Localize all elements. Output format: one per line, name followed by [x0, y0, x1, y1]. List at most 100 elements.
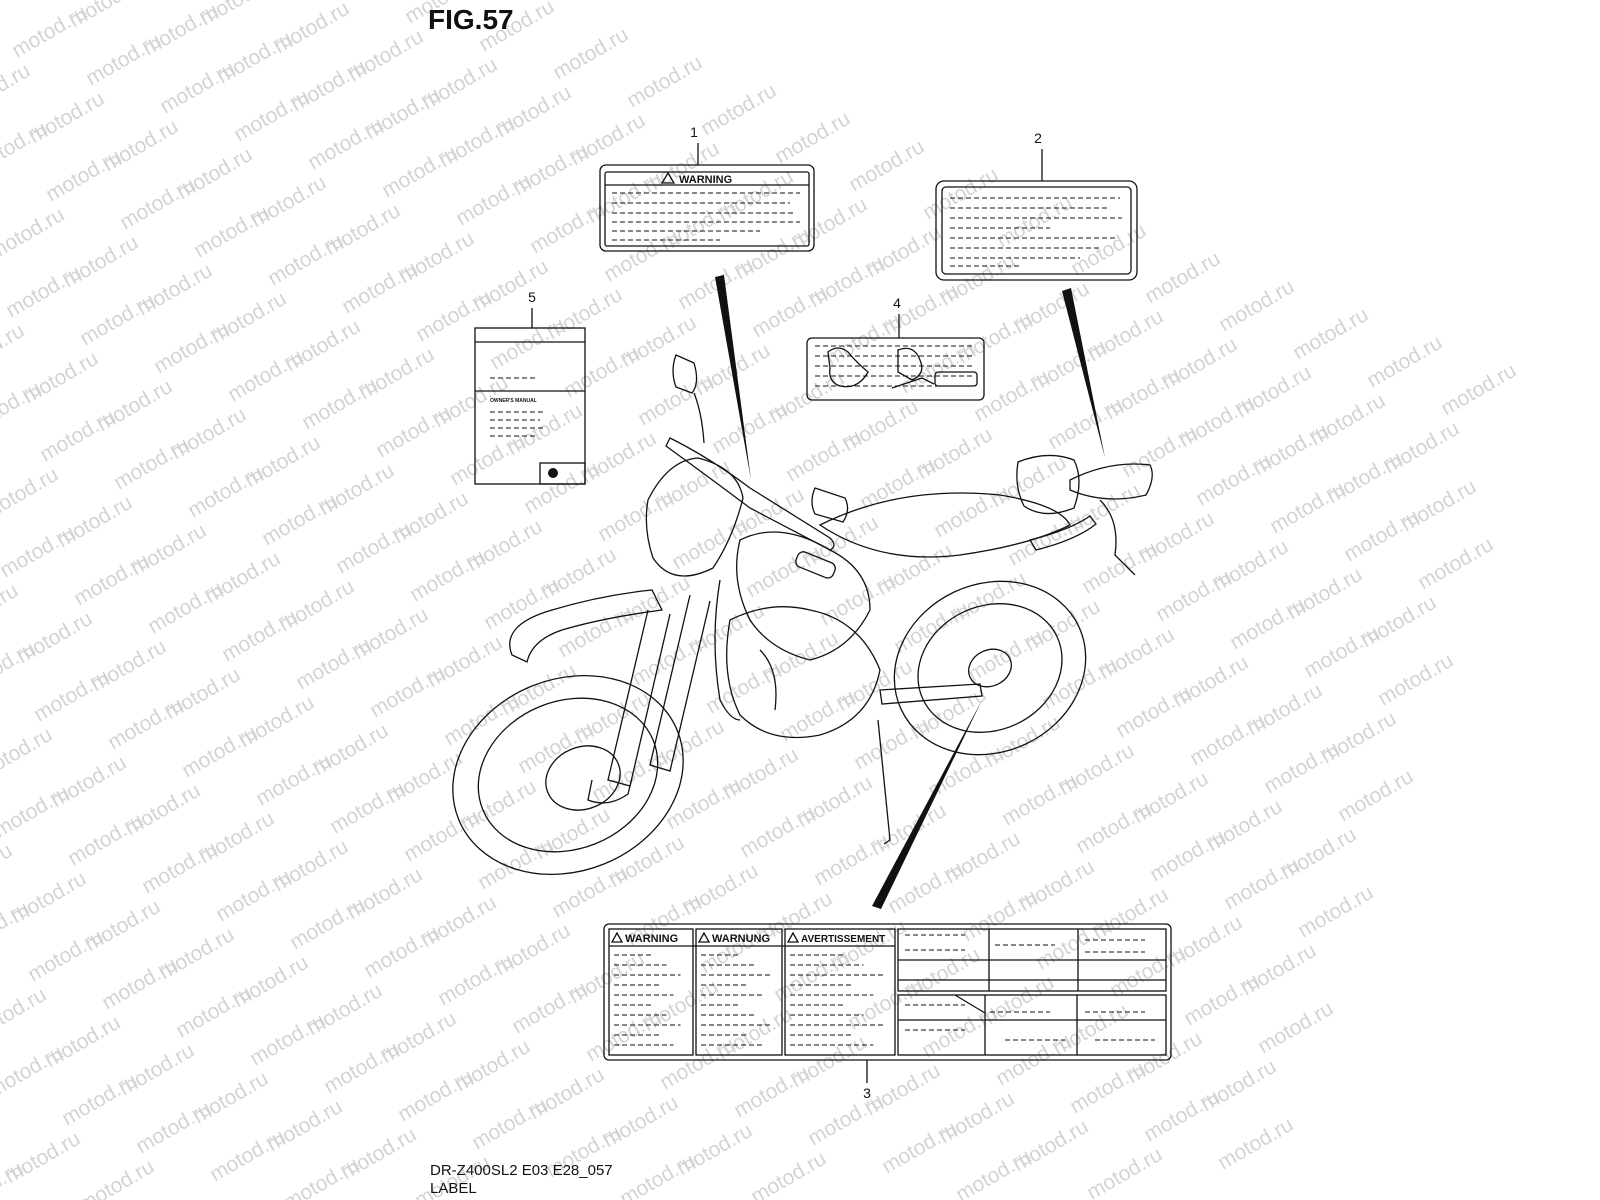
watermark-text: motod.ru	[434, 949, 517, 1010]
watermark-text: motod.ru	[338, 257, 421, 318]
watermark-text: motod.ru	[1214, 1113, 1297, 1174]
callout-number-3: 3	[863, 1085, 871, 1101]
watermark-text: motod.ru	[474, 833, 557, 894]
watermark-text: motod.ru	[1414, 533, 1497, 594]
watermark-text: motod.ru	[930, 481, 1013, 542]
watermark-text: motod.ru	[172, 981, 255, 1042]
rear-tire	[893, 580, 1087, 756]
right-mirror	[811, 487, 849, 523]
watermark-text: motod.ru	[1078, 537, 1161, 598]
watermark-text: motod.ru	[144, 577, 227, 638]
watermark-text: motod.ru	[600, 225, 683, 286]
watermark-text: motod.ru	[326, 777, 409, 838]
watermark-text: motod.ru	[30, 665, 113, 726]
callout-number-2: 2	[1034, 130, 1042, 146]
watermark-text: motod.ru	[264, 229, 347, 290]
multilingual-label-3[interactable]: WARNING WARNUNG AVERTISSEMENT	[603, 923, 1172, 1061]
watermark-text: motod.ru	[656, 1033, 739, 1094]
watermark-text: motod.ru	[156, 57, 239, 118]
watermark-text: motod.ru	[212, 865, 295, 926]
front-rim	[477, 697, 659, 853]
watermark-text: motod.ru	[1038, 653, 1121, 714]
watermark-text: motod.ru	[372, 401, 455, 462]
watermark-text: motod.ru	[480, 573, 563, 634]
rear-rim	[917, 603, 1063, 733]
front-fender	[509, 589, 663, 663]
label-3-table-bottom	[897, 994, 1167, 1056]
front-brake-disc	[545, 745, 621, 811]
owners-manual-5[interactable]: OWNER'S MANUAL	[474, 327, 586, 485]
watermark-text: motod.ru	[1141, 247, 1224, 308]
right-grip	[795, 551, 836, 579]
watermark-text: motod.ru	[332, 517, 415, 578]
watermark-text: motod.ru	[674, 253, 757, 314]
watermark-text: motod.ru	[1044, 393, 1127, 454]
label-3-heading-de: WARNUNG	[712, 933, 770, 945]
watermark-text: motod.ru	[206, 1125, 289, 1186]
left-mirror-stem	[693, 392, 705, 444]
warning-label-1[interactable]: WARNING	[599, 164, 815, 252]
side-cover	[1016, 454, 1080, 515]
watermark-text: motod.ru	[548, 861, 631, 922]
watermark-text: motod.ru	[1289, 303, 1372, 364]
watermark-text: motod.ru	[1226, 593, 1309, 654]
engine-block	[726, 606, 881, 739]
callout-3[interactable]: 3	[863, 1060, 871, 1101]
frame-downtube	[714, 579, 741, 721]
callout-number-5: 5	[528, 289, 536, 305]
label-3-heading-fr: AVERTISSEMENT	[801, 934, 885, 945]
callout-2[interactable]: 2	[1034, 130, 1043, 181]
watermark-text: motod.ru	[412, 285, 495, 346]
label-3-panel-fr	[784, 928, 896, 1056]
watermark-text: motod.ru	[2, 261, 85, 322]
watermark-text: motod.ru	[0, 463, 62, 524]
watermark-text: motod.ru	[708, 397, 791, 458]
label-2-outline	[935, 180, 1138, 281]
rear-hub	[968, 648, 1012, 688]
watermark-text: motod.ru	[662, 773, 745, 834]
warning-triangle-icon	[660, 171, 676, 184]
callout-5[interactable]: 5	[528, 289, 536, 328]
watermark-text: motod.ru	[280, 1153, 363, 1200]
watermark-text: motod.ru	[1294, 881, 1377, 942]
watermark-text: motod.ru	[782, 425, 865, 486]
watermark-text: motod.ru	[1220, 853, 1303, 914]
watermark-text: motod.ru	[0, 723, 56, 784]
info-label-2[interactable]	[935, 180, 1138, 281]
watermark-text: motod.ru	[1363, 331, 1446, 392]
watermark-text: motod.ru	[116, 173, 199, 234]
watermark-text: motod.ru	[366, 661, 449, 722]
watermark-text: motod.ru	[76, 289, 159, 350]
watermark-text: motod.ru	[514, 717, 597, 778]
kickstand	[877, 719, 891, 845]
watermark-text: motod.ru	[1215, 275, 1298, 336]
label-1-outline	[599, 164, 815, 252]
watermark-text: motod.ru	[1254, 997, 1337, 1058]
chain-adjuster-illustration	[827, 347, 869, 388]
watermark-text: motod.ru	[224, 345, 307, 406]
watermark-text: motod.ru	[748, 281, 831, 342]
watermark-text: motod.ru	[1066, 1057, 1149, 1118]
watermark-text: motod.ru	[0, 521, 79, 582]
watermark-text: motod.ru	[1260, 737, 1343, 798]
watermark-text: motod.ru	[468, 1093, 551, 1154]
watermark-text: motod.ru	[560, 341, 643, 402]
callout-number-4: 4	[893, 295, 901, 311]
chain-label-4[interactable]	[806, 337, 985, 401]
watermark-text: motod.ru	[184, 461, 267, 522]
watermark-text: motod.ru	[554, 601, 637, 662]
watermark-text: motod.ru	[1106, 941, 1189, 1002]
front-tire	[452, 674, 684, 876]
watermark-text: motod.ru	[919, 163, 1002, 224]
callout-1[interactable]: 1	[690, 124, 699, 165]
watermark-text: motod.ru	[856, 453, 939, 514]
watermark-text: motod.ru	[298, 373, 381, 434]
label-4-outline	[806, 337, 985, 401]
watermark-text: motod.ru	[8, 1, 91, 62]
watermark-text: motod.ru	[178, 721, 261, 782]
watermark-text: motod.ru	[1340, 505, 1423, 566]
watermark-text: motod.ru	[1146, 825, 1229, 886]
callout-4[interactable]: 4	[893, 295, 901, 338]
tail-section	[1069, 463, 1153, 500]
